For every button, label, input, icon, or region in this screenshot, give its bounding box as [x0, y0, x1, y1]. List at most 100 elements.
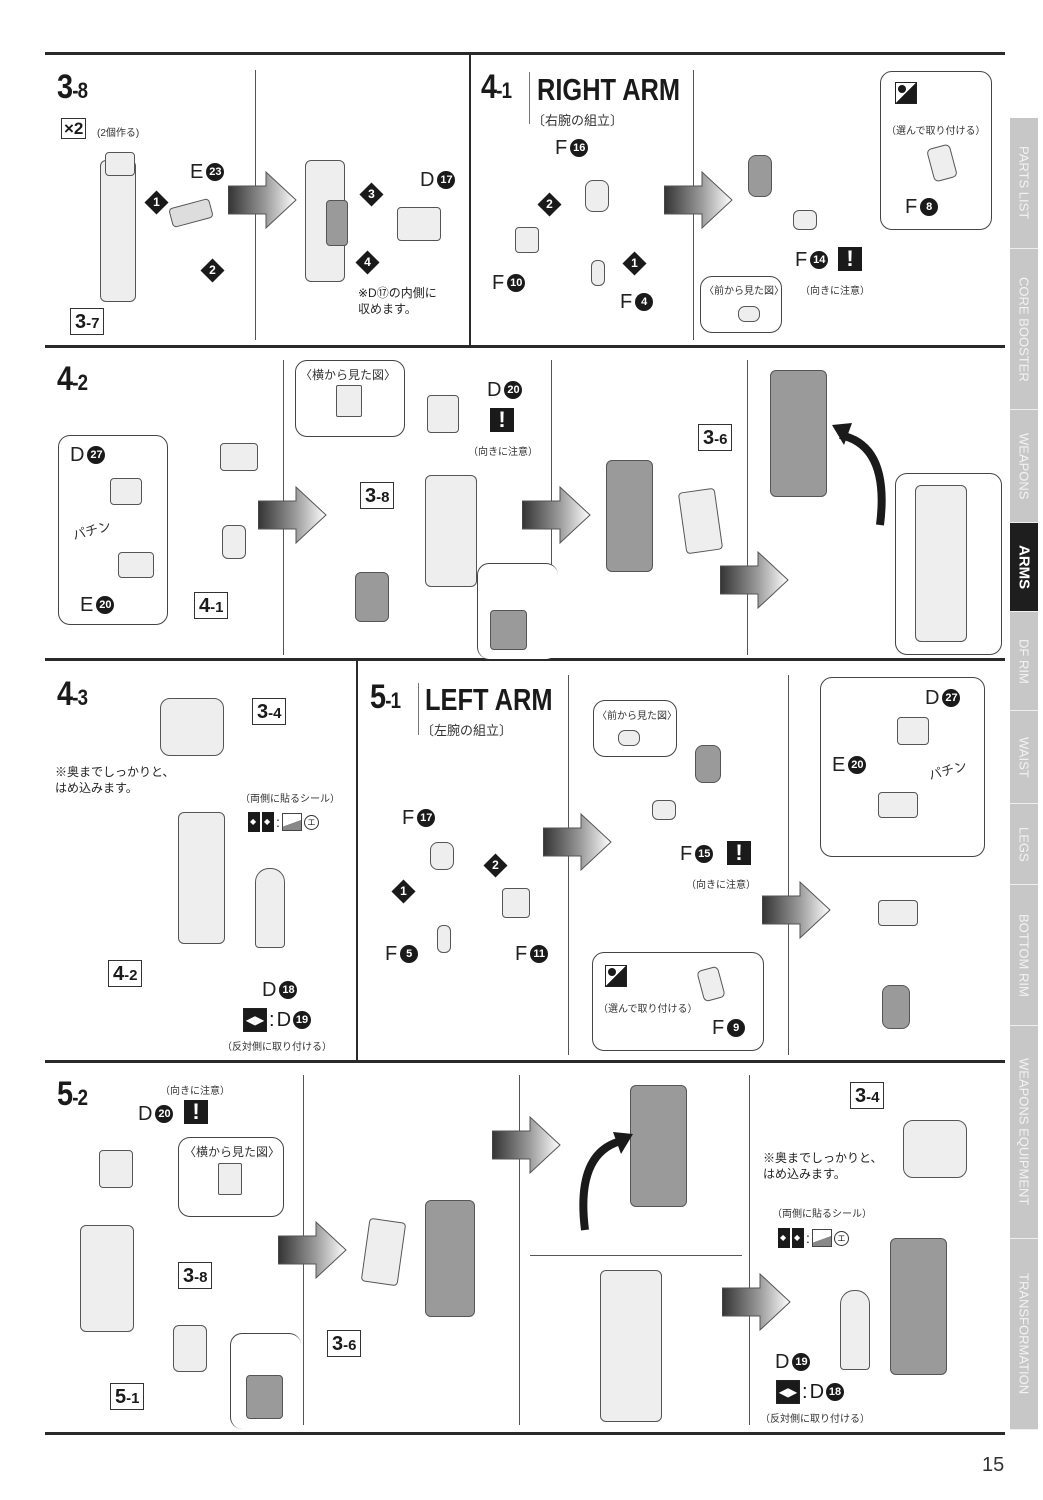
part-forearm [425, 1200, 475, 1317]
panel-divider [530, 1255, 742, 1256]
select-note: （選んで取り付ける） [598, 1004, 698, 1015]
front-view-label: 〈前から見た図〉 [597, 711, 677, 722]
part-f14 [793, 210, 817, 230]
sticker-icon: :エ [248, 812, 319, 832]
rotate-arrow-icon [832, 423, 886, 526]
order-marker-3: 3 [359, 182, 384, 207]
caution-icon: ! [727, 841, 751, 865]
caution-icon: ! [184, 1100, 208, 1124]
part-3-8-assembly [425, 475, 477, 587]
part-hand-assembly [355, 572, 389, 622]
next-step-arrow [278, 1220, 347, 1280]
tab-parts-list[interactable]: PARTS LIST [1010, 118, 1038, 249]
quantity-badge: ×2 [61, 118, 87, 139]
select-note: （選んで取り付ける） [886, 126, 986, 137]
front-view-part [618, 730, 640, 746]
part-4-2-arm [178, 812, 225, 944]
part-4-1-joint [222, 525, 246, 559]
part-d19 [840, 1290, 870, 1370]
part-e23 [168, 197, 214, 229]
part-f10 [515, 227, 539, 253]
detail-hand [246, 1375, 283, 1419]
part-d20 [99, 1150, 133, 1188]
panel-divider [749, 1075, 750, 1425]
ref-box-4-1: 4-1 [194, 592, 229, 619]
part-3-8-assembly [80, 1225, 134, 1332]
section-title-right-arm: RIGHT ARM [537, 72, 681, 107]
part-assembly [220, 443, 258, 471]
caution-icon: ! [838, 247, 862, 271]
next-step-arrow [492, 1115, 561, 1175]
part-f5 [437, 925, 451, 953]
page-number: 15 [982, 1454, 1005, 1476]
tab-df-rim[interactable]: DF RIM [1010, 612, 1038, 711]
section-subtitle: 〔右腕の組立〕 [532, 113, 624, 128]
next-step-arrow [258, 485, 327, 545]
order-marker-2: 2 [483, 853, 508, 878]
section-tabs: PARTS LIST CORE BOOSTER WEAPONS ARMS DF … [1010, 118, 1038, 1430]
part-d18 [255, 868, 285, 948]
next-step-arrow [228, 170, 297, 230]
ref-box-3-7: 3-7 [70, 308, 105, 335]
tab-transformation[interactable]: TRANSFORMATION [1010, 1239, 1038, 1430]
detail-hand [490, 610, 527, 650]
part-d27 [110, 478, 142, 505]
mirror-note: （反対側に取り付ける） [760, 1414, 870, 1425]
tab-weapons-equipment[interactable]: WEAPONS EQUIPMENT [1010, 1026, 1038, 1239]
part-e20 [118, 552, 154, 578]
caution-note: （向きに注意） [800, 286, 870, 297]
section-divider-3-8-vs-4-1 [469, 54, 471, 345]
tab-legs[interactable]: LEGS [1010, 804, 1038, 885]
part-forearm-rotated [770, 370, 827, 497]
panel-divider [568, 675, 569, 1055]
next-step-arrow [720, 550, 789, 610]
ref-box-3-4: 3-4 [252, 698, 287, 725]
tab-core-booster[interactable]: CORE BOOSTER [1010, 249, 1038, 410]
part-3-7-top [105, 152, 135, 176]
step-number-3-8: 3-8 [57, 68, 88, 106]
part-3-7-frame [100, 160, 136, 302]
part-e20 [878, 792, 918, 818]
quantity-note: (2個作る) [97, 128, 140, 139]
part-assembly [878, 900, 918, 926]
part-forearm [606, 460, 653, 572]
order-marker-2: 2 [200, 258, 225, 283]
tab-arms[interactable]: ARMS [1010, 523, 1038, 612]
part-arm-assembly [890, 1238, 947, 1375]
next-step-arrow [664, 170, 733, 230]
snap-detail-callout [820, 677, 985, 857]
tab-weapons[interactable]: WEAPONS [1010, 410, 1038, 523]
front-view-callout [700, 276, 782, 333]
insert-note: ※奥までしっかりと、 はめ込みます。 [763, 1151, 883, 1182]
part-d27 [897, 717, 929, 745]
mirror-note: （反対側に取り付ける） [222, 1042, 332, 1053]
panel-divider [519, 1075, 520, 1425]
tab-waist[interactable]: WAIST [1010, 711, 1038, 804]
step-number-5-1: 5-1 [370, 678, 401, 716]
ref-box-4-2: 4-2 [108, 960, 143, 987]
part-f15 [652, 800, 676, 820]
side-view-part [218, 1163, 242, 1195]
rotate-arrow-icon [579, 1132, 633, 1231]
part-inner [326, 200, 348, 246]
step-number-5-2: 5-2 [57, 1075, 88, 1113]
section-divider-row2 [45, 658, 1005, 661]
ref-box-3-4: 3-4 [850, 1082, 885, 1109]
section-subtitle: 〔左腕の組立〕 [421, 723, 513, 738]
tab-bottom-rim[interactable]: BOTTOM RIM [1010, 885, 1038, 1026]
section-divider-bottom [45, 1432, 1005, 1435]
next-step-arrow [543, 812, 612, 872]
part-3-4-shoulder [160, 698, 224, 756]
